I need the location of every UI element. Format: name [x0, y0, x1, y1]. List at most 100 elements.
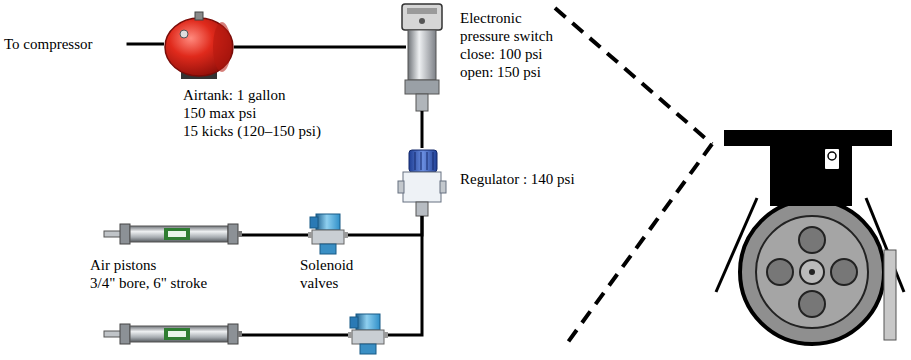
solenoid-valve: Solenoid valves [308, 214, 348, 256]
regulator-picture [398, 150, 446, 216]
regulator-knob [409, 150, 437, 172]
piston-sticker [164, 328, 190, 340]
wheel-hole [831, 259, 857, 285]
valve-port [308, 232, 312, 238]
air-hose [127, 43, 164, 46]
component-label: Air pistons [90, 256, 207, 274]
air-piston [104, 322, 242, 346]
robot-sensor [824, 148, 840, 170]
label-block: Airtank: 1 gallon150 max psi15 kicks (12… [183, 86, 321, 140]
valve-connector [350, 317, 358, 328]
label-block: Solenoid valves [300, 256, 374, 292]
wheel-hub [800, 260, 824, 284]
piston-cap [120, 224, 130, 244]
regulator-port [398, 181, 404, 193]
piston-fitting [238, 331, 242, 337]
piston-sticker-inner [168, 231, 186, 237]
component-label: Electronic pressure switch [460, 9, 560, 45]
tank-valve [195, 12, 203, 20]
wheel-hole [799, 291, 825, 317]
piston-sticker [164, 228, 190, 240]
air-hose [421, 111, 424, 148]
valve-port [348, 332, 352, 338]
pressure-switch-picture [402, 4, 442, 111]
component-label: 3/4" bore, 6" stroke [90, 274, 207, 292]
piston-rod [104, 231, 122, 237]
robot-body [770, 144, 852, 206]
valve-base [360, 344, 376, 354]
component-label: 150 max psi [183, 104, 321, 122]
zoom-line [568, 144, 712, 342]
valve-base [320, 244, 336, 254]
piston-rod [104, 331, 122, 337]
regulator-stem [416, 202, 428, 216]
component-label: To compressor [4, 35, 93, 53]
component-label: Regulator : 140 psi [460, 170, 575, 188]
air-hose [234, 46, 406, 49]
pressure-regulator: Regulator : 140 psi [403, 148, 441, 216]
wheel-rim [756, 216, 868, 328]
robot-figure [555, 8, 904, 344]
switch-plug-band [407, 8, 437, 14]
valve-coil [316, 214, 340, 230]
component-label: open: 150 psi [460, 63, 560, 81]
piston-sticker-inner [168, 331, 186, 337]
valve-port [344, 232, 348, 238]
switch-nut [405, 80, 439, 94]
tank-end [213, 22, 231, 72]
solenoid-valve [348, 314, 388, 356]
air-hose [242, 234, 308, 237]
wheel-hole [799, 227, 825, 253]
valve-port [384, 332, 388, 338]
switch-screw [419, 18, 425, 24]
hoses [127, 44, 422, 335]
compressor-inlet: To compressor [4, 35, 127, 53]
regulator-port [440, 181, 446, 193]
solenoid-valve-picture [348, 314, 388, 354]
piston-barrel [130, 226, 228, 242]
air-tank-picture [165, 12, 233, 79]
switch-plug [402, 4, 442, 30]
valve-connector [310, 217, 318, 228]
air-hose [242, 334, 348, 337]
switch-stem [416, 94, 428, 111]
robot-wheel [740, 200, 884, 344]
valve-body [352, 330, 384, 344]
knob-ridges [415, 152, 433, 170]
label-block: Electronic pressure switchclose: 100 psi… [460, 9, 560, 81]
zoom-line [555, 8, 712, 144]
piston-cap [228, 324, 238, 344]
piston-barrel [130, 326, 228, 342]
air-hose [348, 216, 422, 235]
air-piston-picture [104, 324, 242, 344]
valve-coil [356, 314, 380, 330]
piston-fitting [238, 231, 242, 237]
wheel-hole [767, 259, 793, 285]
tank-body [165, 18, 233, 76]
solenoid-valve-picture [308, 214, 348, 254]
label-block: Regulator : 140 psi [460, 170, 575, 188]
switch-body [408, 30, 436, 80]
air-hose [388, 216, 422, 335]
sensor-lens [828, 152, 836, 160]
air-piston: Air pistons3/4" bore, 6" stroke [104, 222, 242, 246]
component-label: 15 kicks (120–150 psi) [183, 122, 321, 140]
component-label: close: 100 psi [460, 45, 560, 63]
tank-gauge [180, 30, 188, 38]
label-block: Air pistons3/4" bore, 6" stroke [90, 256, 207, 292]
regulator-body [403, 172, 441, 202]
piston-cap [228, 224, 238, 244]
wheel-axle [809, 269, 815, 275]
component-label: Solenoid valves [300, 256, 374, 292]
valve-body [312, 230, 344, 244]
air-tank: Airtank: 1 gallon150 max psi15 kicks (12… [164, 16, 234, 78]
air-piston-picture [104, 224, 242, 244]
component-label: Airtank: 1 gallon [183, 86, 321, 104]
robot-top [724, 130, 892, 146]
pressure-switch: Electronic pressure switchclose: 100 psi… [406, 3, 438, 111]
piston-cap [120, 324, 130, 344]
kicker-plate [884, 250, 896, 340]
